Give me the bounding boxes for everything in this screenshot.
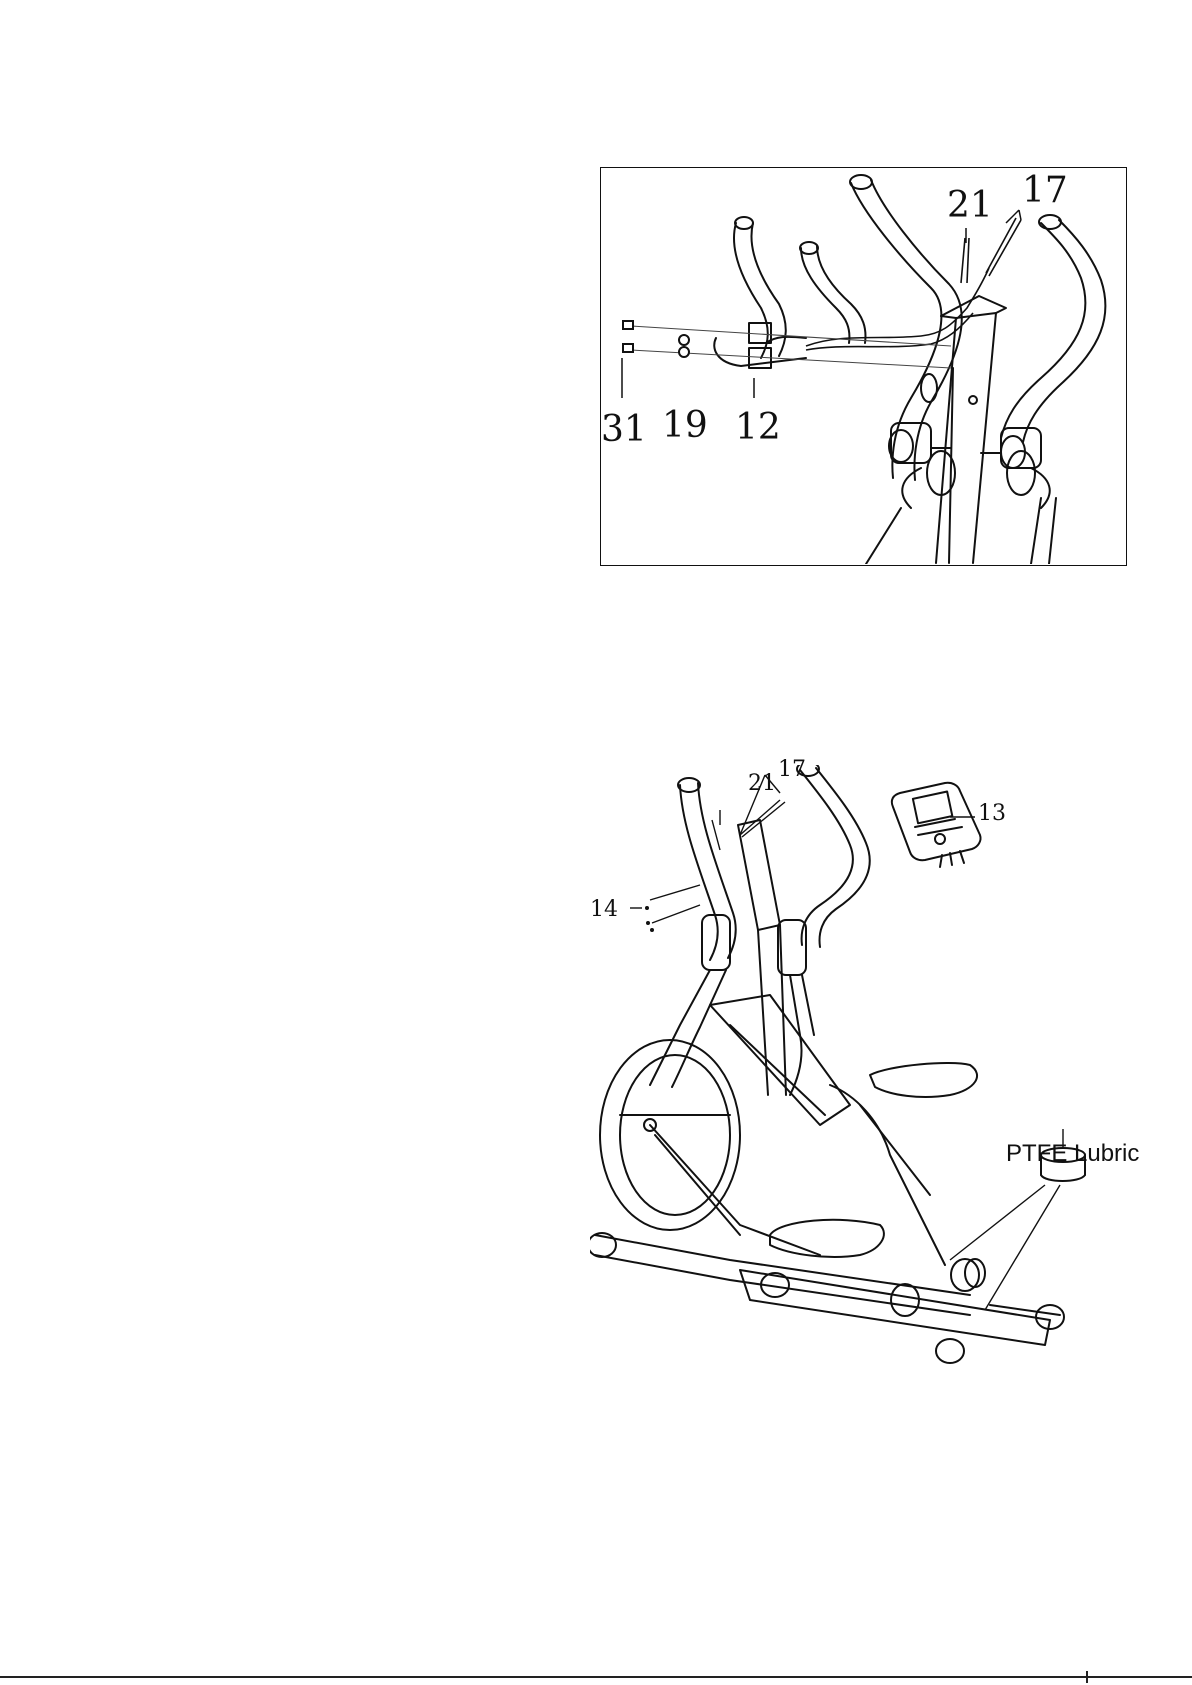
part-label-19: 19: [662, 408, 708, 444]
part-label-17: 17: [778, 759, 806, 781]
elliptical-trainer-figure: 21 17 13 14 PTFE Lubric: [590, 765, 1170, 1380]
handlebar-assembly-detail-figure: 21 17 31 19 12: [600, 167, 1127, 566]
part-label-17: 17: [1022, 173, 1068, 209]
part-label-12: 12: [735, 410, 781, 446]
page-bottom-tick: [1086, 1671, 1088, 1683]
part-label-21: 21: [947, 188, 993, 224]
part-label-14: 14: [590, 899, 618, 921]
ptfe-lubricant-label: PTFE Lubric: [1006, 1142, 1139, 1166]
handlebar-assembly-drawing: [601, 168, 1125, 564]
elliptical-trainer-drawing: [590, 765, 1170, 1380]
part-label-21: 21: [748, 773, 776, 795]
page-bottom-rule: [0, 1676, 1192, 1678]
part-label-31: 31: [601, 412, 647, 448]
part-label-13: 13: [978, 803, 1006, 825]
